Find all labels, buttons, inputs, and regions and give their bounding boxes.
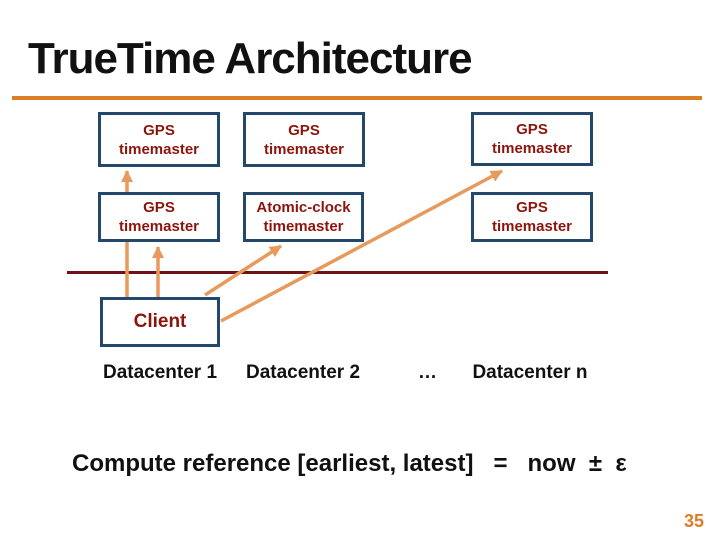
client-label: Client [133,311,187,332]
title-underline-rule [12,96,702,100]
gps-timemaster-box-dcn-bottom: GPS timemaster [471,192,593,242]
atomic-clock-timemaster-box: Atomic-clock timemaster [243,192,364,242]
sync-arrow-client-to-atomic-clock [204,244,282,297]
gps-timemaster-box-dcn-top: GPS timemaster [471,112,593,166]
datacenter-n-label: Datacenter n [472,362,588,383]
datacenter-1-label: Datacenter 1 [102,362,218,383]
compute-reference-formula: Compute reference [earliest, latest] = n… [72,450,627,477]
gps-timemaster-box-dc2-top: GPS timemaster [243,112,365,167]
gps-timemaster-box-dc1-top: GPS timemaster [98,112,220,167]
slide-title: TrueTime Architecture [28,34,473,83]
datacenter-2-label: Datacenter 2 [245,362,361,383]
slide-page-number: 35 [683,511,704,531]
gps-timemaster-box-dc1-bottom: GPS timemaster [98,192,220,242]
sync-arrow-client-to-datacenter-n [220,169,503,323]
datacenter-ellipsis: … [418,362,437,383]
client-box: Client [100,297,220,347]
